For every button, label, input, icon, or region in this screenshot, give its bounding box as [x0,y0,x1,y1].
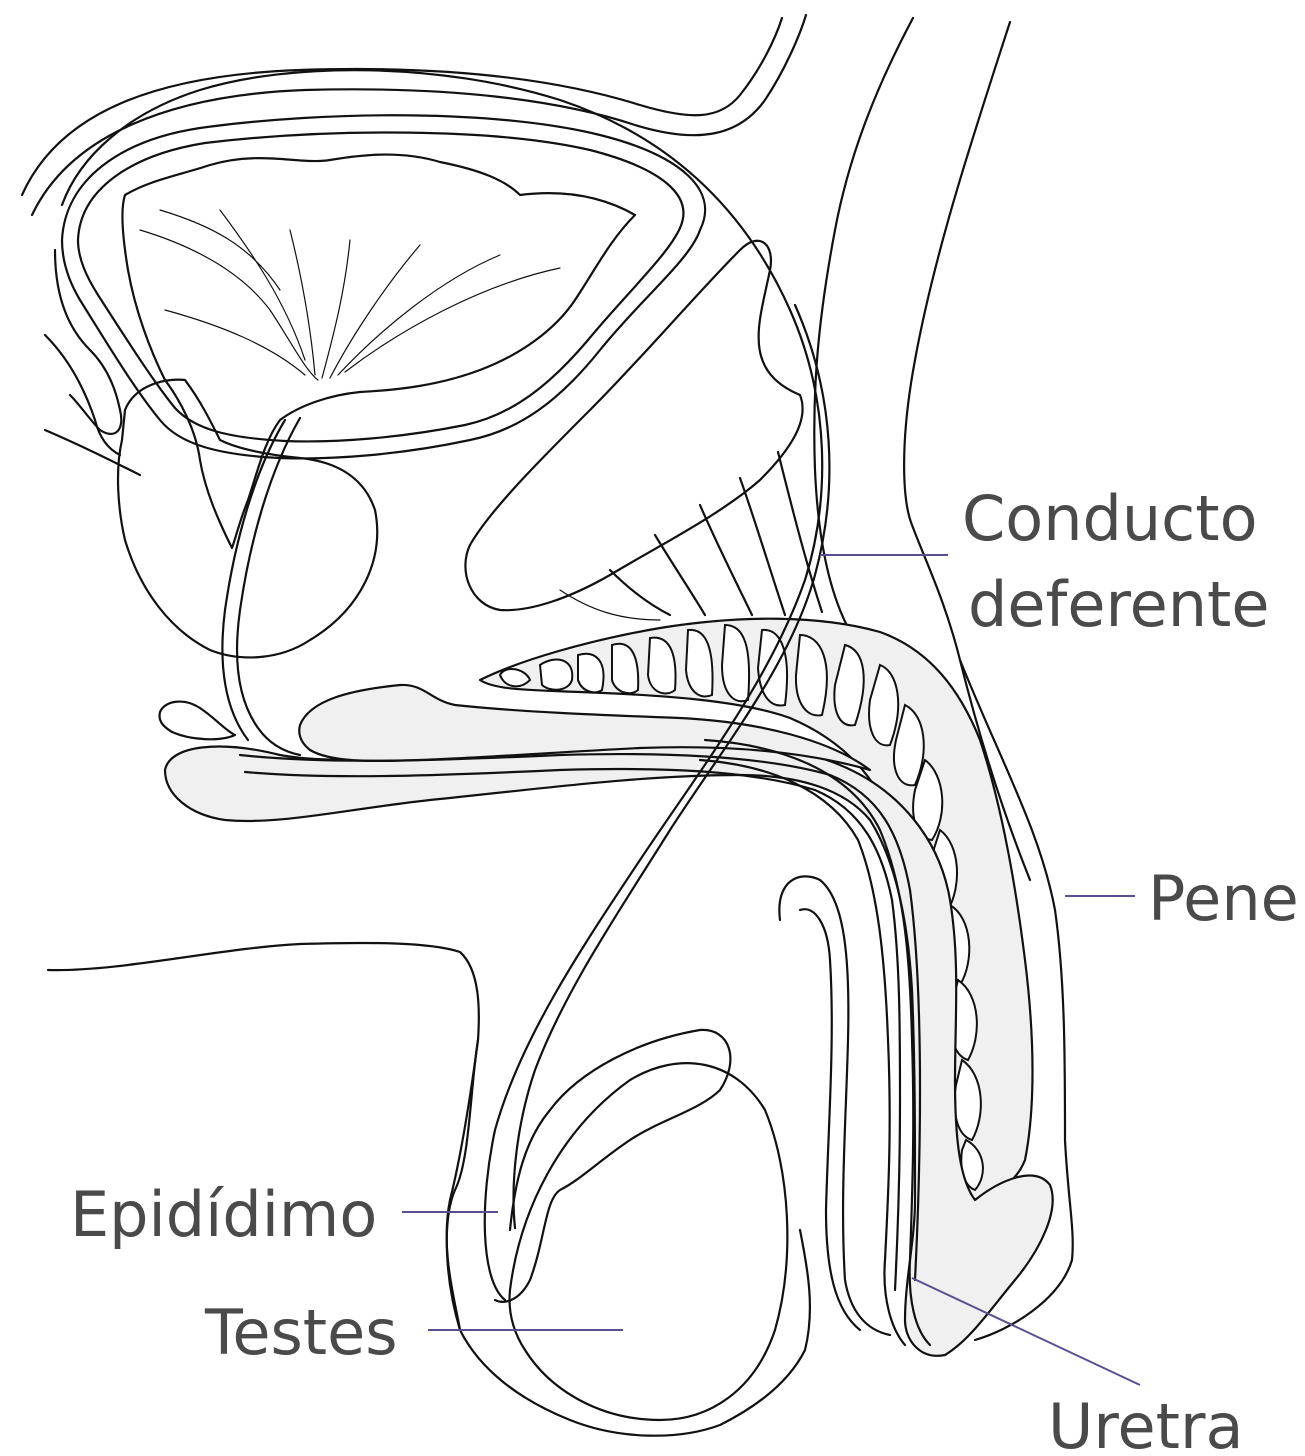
label-epididymis: Epidídimo [70,1178,377,1251]
epididymis [495,1030,730,1302]
label-testes: Testes [204,1296,398,1369]
label-vas-deferens-line2: deferente [968,568,1270,641]
thigh-contour [48,943,479,1330]
peritoneum-outer [62,115,705,458]
ligament-strands [560,452,822,620]
label-vas-deferens-line1: Conducto [962,482,1258,555]
back-contour-outer [22,18,782,195]
seminal-vesicle [118,380,377,658]
abdomen-front-line [814,18,913,640]
bladder-wall [122,155,635,548]
label-urethra: Uretra [1048,1390,1243,1456]
scrotum-septum-inner [800,909,860,1330]
bladder-folds [140,210,560,380]
testis [510,1063,788,1420]
peritoneum [62,115,705,458]
peritoneum-inner [78,133,683,442]
scrotum [447,1040,810,1436]
pubic-bone [465,241,802,610]
penis-outer-layers [779,876,890,1335]
bladder [122,155,635,548]
ejaculatory-duct [237,418,300,755]
label-penis: Pene [1148,862,1299,935]
testis-epididymis [447,1030,810,1436]
scrotum-septum-outer [779,876,890,1335]
bulbourethral-gland [160,702,236,740]
pelvic-rim-lines [45,335,140,475]
